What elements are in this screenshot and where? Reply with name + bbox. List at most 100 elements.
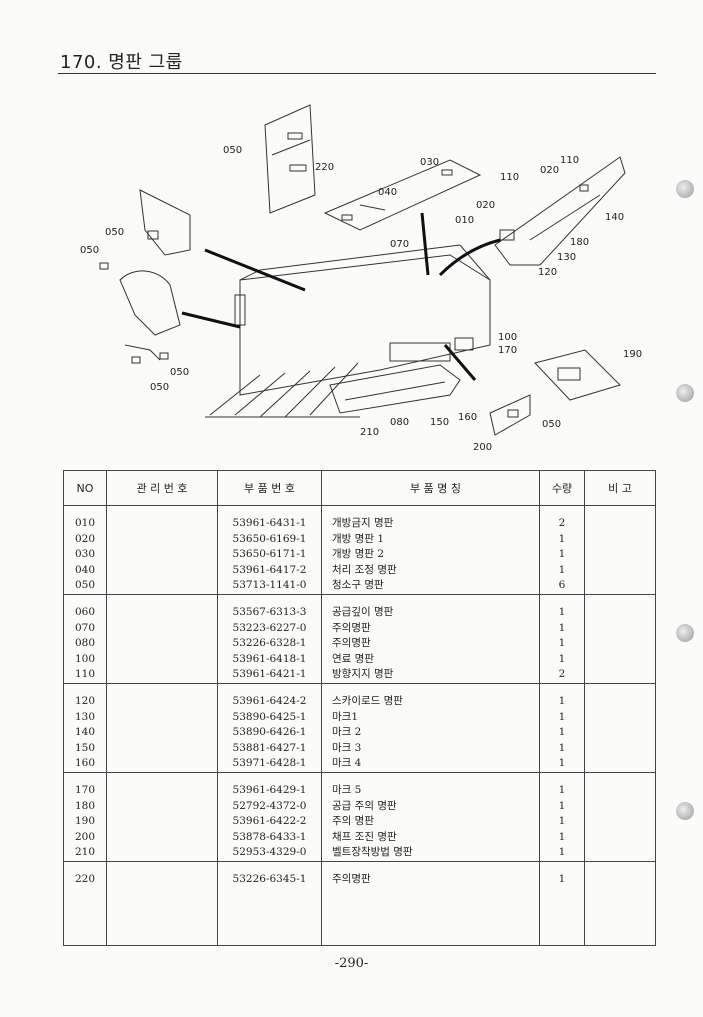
cell-qty-value: 6 (558, 579, 566, 591)
cell-name-value: 공급깊이 명판 (332, 606, 394, 618)
cell-no-value: 220 (74, 873, 96, 885)
cell-remark (584, 594, 656, 684)
callout-label: 050 (105, 227, 124, 238)
cell-qty-value: 1 (558, 710, 566, 723)
cell-qty-value: 1 (558, 846, 566, 858)
cell-no: 220 (63, 861, 107, 946)
cell-part_no-value: 52953-4329-0 (232, 846, 307, 858)
cell-qty-value: 1 (558, 741, 566, 754)
machine-body-shape (239, 254, 491, 396)
cell-part_no-value: 53878-6433-1 (232, 830, 307, 843)
cell-part_no-value: 53713-1141-0 (232, 579, 307, 591)
cell-no-value: 180 (74, 799, 96, 812)
cell-name-value: 개방 명판 1 (332, 532, 384, 545)
callout-label: 010 (455, 215, 474, 226)
cell-mgmt (106, 505, 218, 595)
cell-part_no-value: 53223-6227-0 (232, 621, 307, 634)
cell-name-value: 마크 2 (332, 726, 362, 738)
table-header-row: NO 관 리 번 호 부 품 번 호 부 품 명 칭 수량 비 고 (63, 470, 656, 506)
callout-label: 080 (390, 417, 409, 428)
cell-no-value: 070 (74, 621, 96, 634)
callout-label: 170 (498, 345, 517, 356)
cell-name-value: 주의 명판 (332, 815, 374, 827)
cell-part_no-value: 53890-6425-1 (232, 710, 307, 723)
cell-no-value: 050 (74, 579, 96, 591)
cell-name-value: 마크 3 (332, 741, 362, 754)
cell-part_no-value: 53226-6345-1 (232, 873, 307, 885)
binder-hole (676, 180, 694, 198)
callout-label: 150 (430, 417, 449, 428)
header-remark: 비 고 (584, 470, 656, 506)
cell-name: 주의명판 (321, 861, 540, 946)
header-qty: 수량 (539, 470, 585, 506)
cell-no-value: 080 (74, 637, 96, 649)
plate-220-shape (264, 104, 316, 214)
cell-no-value: 120 (74, 695, 96, 707)
cell-no-value: 060 (74, 606, 96, 618)
cell-qty-value: 1 (558, 621, 566, 634)
plate-040-shape (323, 159, 482, 231)
cell-name-value: 마크 5 (332, 784, 362, 796)
cell-name-value: 마크1 (332, 710, 359, 723)
cell-qty-value: 1 (558, 799, 566, 812)
cell-qty-value: 2 (558, 668, 566, 680)
cell-name-value: 스카이로드 명판 (332, 695, 403, 707)
callout-label: 050 (80, 245, 99, 256)
callout-label: 200 (473, 442, 492, 453)
cell-qty-value: 1 (558, 532, 566, 545)
cell-no-value: 150 (74, 741, 96, 754)
binder-hole (676, 384, 694, 402)
callout-label: 120 (538, 267, 557, 278)
plate-190-shape (534, 349, 621, 401)
cell-part_no-value: 53226-6328-1 (232, 637, 307, 649)
side-panel-shape (494, 156, 626, 266)
cell-qty-value: 2 (558, 517, 566, 529)
page-number: -290- (334, 956, 369, 971)
cell-no-value: 100 (74, 652, 96, 665)
cell-part_no-value: 53961-6417-2 (232, 563, 307, 576)
cell-part_no-value: 53567-6313-3 (232, 606, 307, 618)
binder-hole (676, 802, 694, 820)
callout-label: 110 (500, 172, 519, 183)
callout-label: 190 (623, 349, 642, 360)
header-name: 부 품 명 칭 (321, 470, 540, 506)
cell-remark (584, 861, 656, 946)
cell-qty-value: 1 (558, 830, 566, 843)
cell-no-value: 010 (74, 517, 96, 529)
cell-part_no-value: 53890-6426-1 (232, 726, 307, 738)
cell-no-value: 160 (74, 757, 96, 769)
cell-name-value: 연료 명판 (332, 652, 374, 665)
callout-label: 110 (560, 155, 579, 166)
cell-name-value: 공급 주의 명판 (332, 799, 397, 812)
callout-label: 050 (150, 382, 169, 393)
callout-label: 070 (390, 239, 409, 250)
cell-qty-value: 1 (558, 637, 566, 649)
cell-part_no-value: 53961-6418-1 (232, 652, 307, 665)
cell-mgmt (106, 683, 218, 773)
cell-no-value: 200 (74, 830, 96, 843)
cell-name-value: 주의명판 (332, 873, 371, 885)
header-mgmt: 관 리 번 호 (106, 470, 218, 506)
binder-hole (676, 624, 694, 642)
cell-name-value: 개방금지 명판 (332, 517, 394, 529)
callout-label: 020 (540, 165, 559, 176)
page-title: 170. 명판 그룹 (60, 52, 183, 73)
cell-part_no-value: 52792-4372-0 (232, 799, 307, 812)
cell-part_no-value: 53961-6429-1 (232, 784, 307, 796)
cell-name-value: 주의명판 (332, 637, 371, 649)
cell-part_no-value: 53971-6428-1 (232, 757, 307, 769)
callout-label: 050 (542, 419, 561, 430)
cell-mgmt (106, 594, 218, 684)
cell-qty-value: 1 (558, 784, 566, 796)
cell-part_no: 53567-6313-3 53223-6227-0 53226-6328-1 5396… (217, 594, 322, 684)
callout-label: 220 (315, 162, 334, 173)
cell-no-value: 210 (74, 846, 96, 858)
